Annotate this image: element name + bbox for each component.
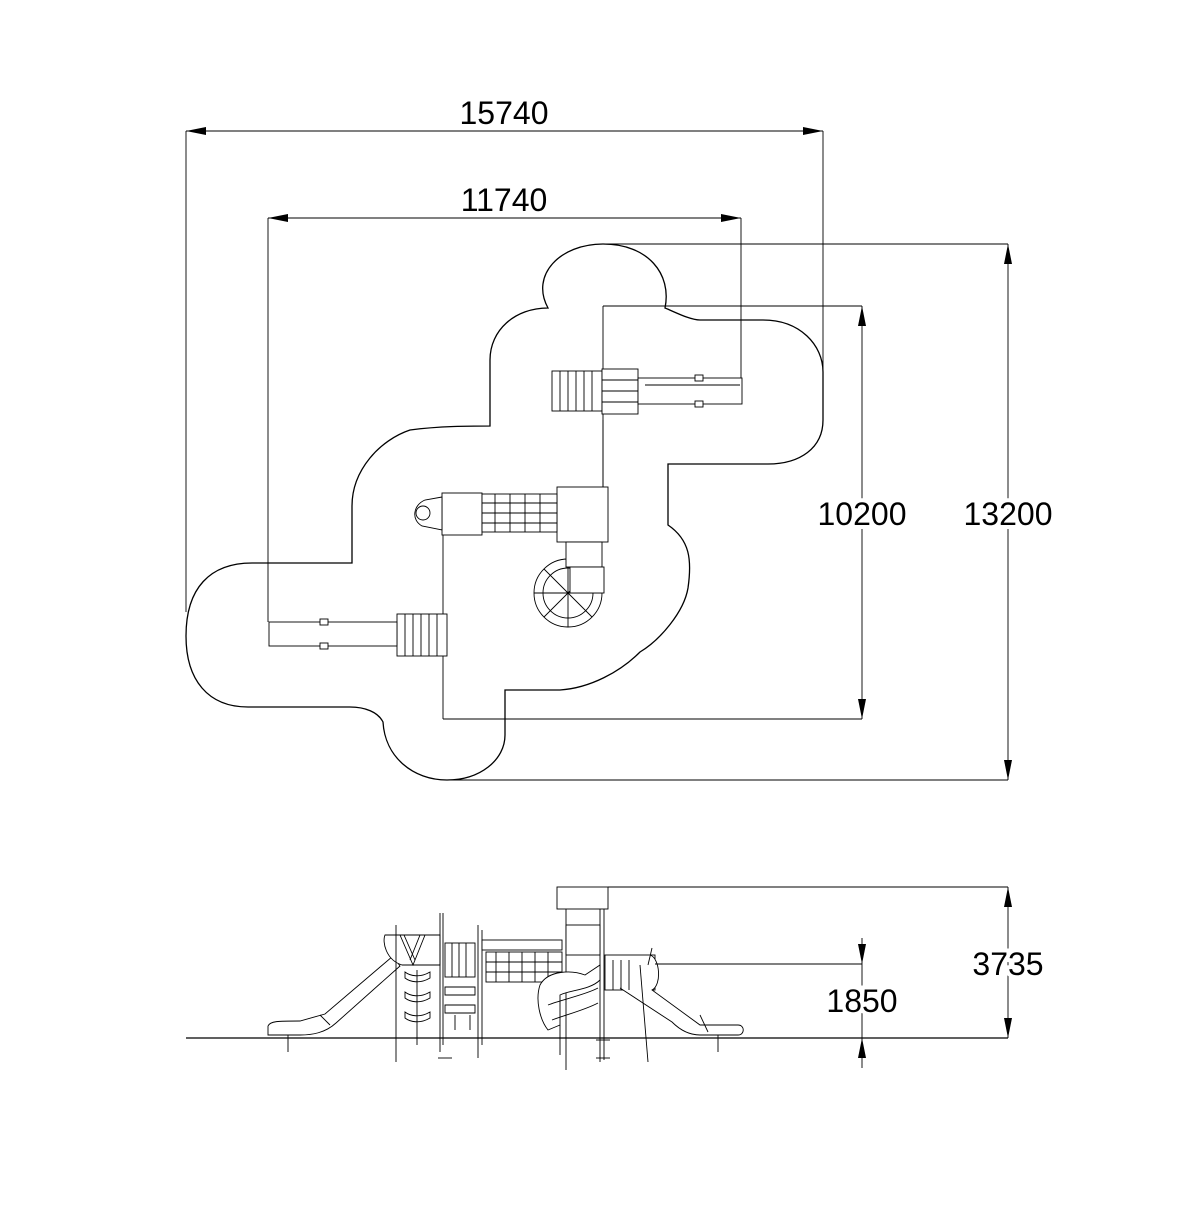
elevation-left-slide bbox=[267, 934, 441, 1052]
plan-upper-slide bbox=[551, 368, 743, 415]
dim-total-height-label: 3735 bbox=[972, 946, 1043, 982]
elevation-spiral-slide bbox=[537, 964, 601, 1031]
elevation-center-tower bbox=[556, 886, 610, 1070]
plan-dimension-inner-width: 11740 bbox=[268, 182, 741, 222]
elevation-left-tower bbox=[395, 913, 452, 1062]
elevation-dimension-total-height: 3735 bbox=[968, 887, 1048, 1038]
elevation-right-slide bbox=[604, 947, 744, 1063]
plan-safety-zone-outline bbox=[185, 243, 824, 781]
plan-center-tower bbox=[414, 420, 609, 543]
dim-inner-depth-label: 10200 bbox=[818, 496, 907, 532]
plan-dimension-total-width: 15740 bbox=[186, 95, 823, 135]
dim-platform-height-label: 1850 bbox=[826, 983, 897, 1019]
dim-inner-width-label: 11740 bbox=[461, 182, 548, 218]
elevation-dimension-platform-height: 1850 bbox=[822, 938, 902, 1068]
dim-total-width-label: 15740 bbox=[460, 95, 549, 131]
plan-dimension-inner-depth: 10200 bbox=[814, 306, 910, 719]
plan-spiral-slide bbox=[533, 541, 605, 628]
elevation-left-deck bbox=[444, 925, 483, 1058]
plan-left-slide bbox=[268, 613, 448, 657]
elevation-view bbox=[186, 886, 1008, 1070]
dim-total-depth-label: 13200 bbox=[964, 496, 1053, 532]
plan-view bbox=[185, 131, 1008, 781]
plan-dimension-total-depth: 13200 bbox=[960, 244, 1056, 780]
